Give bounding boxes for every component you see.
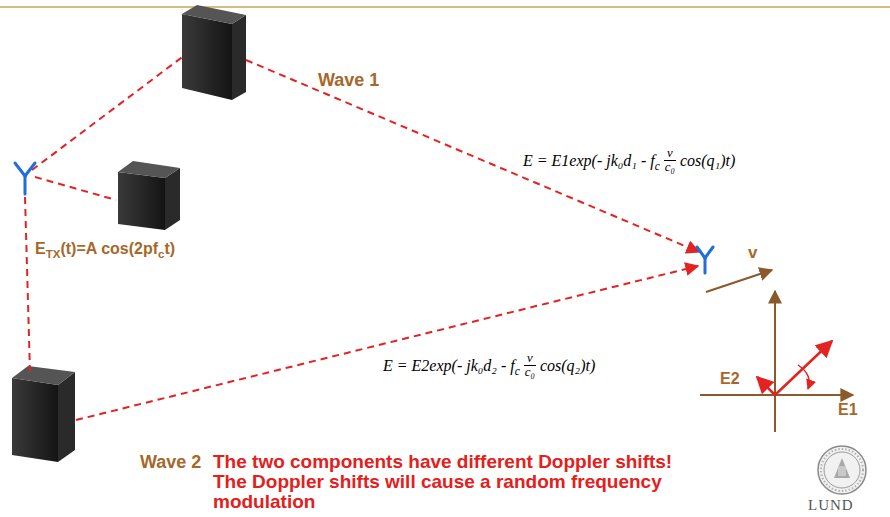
phasor-label: E1 xyxy=(838,401,858,419)
building xyxy=(182,5,246,100)
formula-subscript: c xyxy=(515,365,520,377)
signal-subscript: c xyxy=(158,248,164,260)
phasor-label: E2 xyxy=(720,370,740,387)
wave-label: Wave 1 xyxy=(318,70,379,90)
phasor-e1 xyxy=(775,341,832,395)
phasor-e2 xyxy=(757,377,775,395)
wave-label: Wave 2 xyxy=(140,452,201,472)
rx-antenna xyxy=(697,247,713,273)
fraction-denominator: c₀ xyxy=(524,366,536,379)
propagation-path xyxy=(25,55,699,420)
tx-signal: ETX(t)=A cos(2pfct) xyxy=(35,240,175,258)
velocity-label: v xyxy=(748,243,757,263)
logo-text: LUND xyxy=(808,497,854,513)
signal-expression: (t)=A cos(2pf xyxy=(60,240,158,258)
wave-label: Wave 1 xyxy=(318,70,379,91)
formula-term: cos(q₁)t) xyxy=(680,152,735,170)
signal-subscript: TX xyxy=(46,248,61,260)
wave-label: Wave 2 xyxy=(140,452,201,473)
tx-antenna xyxy=(15,163,35,194)
rotation-arrow xyxy=(798,365,809,389)
formula-subscript: c xyxy=(655,160,660,172)
fraction-numerator: v xyxy=(664,147,676,161)
velocity-label: v xyxy=(748,243,757,262)
signal-symbol: E xyxy=(35,240,46,258)
fraction-numerator: v xyxy=(524,352,536,366)
university-seal xyxy=(818,446,866,494)
formula-term: cos(q₂)t) xyxy=(540,357,595,375)
note-text: The Doppler shifts will cause a random f… xyxy=(213,472,753,512)
note-text: The two components have different Dopple… xyxy=(213,452,672,472)
header-rule xyxy=(0,6,890,8)
fraction: vc₀ xyxy=(524,352,536,380)
velocity-arrow xyxy=(706,270,772,292)
formula-term: E = E1exp(- jk₀d₁ - f xyxy=(523,152,655,170)
doppler-formula: E = E1exp(- jk₀d₁ - fcvc₀cos(q₁)t) xyxy=(520,147,738,175)
fraction: vc₀ xyxy=(664,147,676,175)
doppler-formula: E = E2exp(- jk₀d₂ - fcvc₀cos(q₂)t) xyxy=(380,352,598,380)
phasor-label: E1 xyxy=(838,401,858,418)
signal-expression: t) xyxy=(164,240,175,258)
phasor-label: E2 xyxy=(720,370,740,388)
note-text: The two components have different Dopple… xyxy=(213,451,672,472)
building xyxy=(118,161,180,230)
logo-text: LUND xyxy=(808,497,854,514)
fraction-denominator: c₀ xyxy=(664,161,676,174)
phasor-axes xyxy=(700,291,853,432)
note-text: The Doppler shifts will cause a random f… xyxy=(213,471,662,512)
formula-term: E = E2exp(- jk₀d₂ - f xyxy=(383,357,515,375)
building xyxy=(12,366,75,462)
